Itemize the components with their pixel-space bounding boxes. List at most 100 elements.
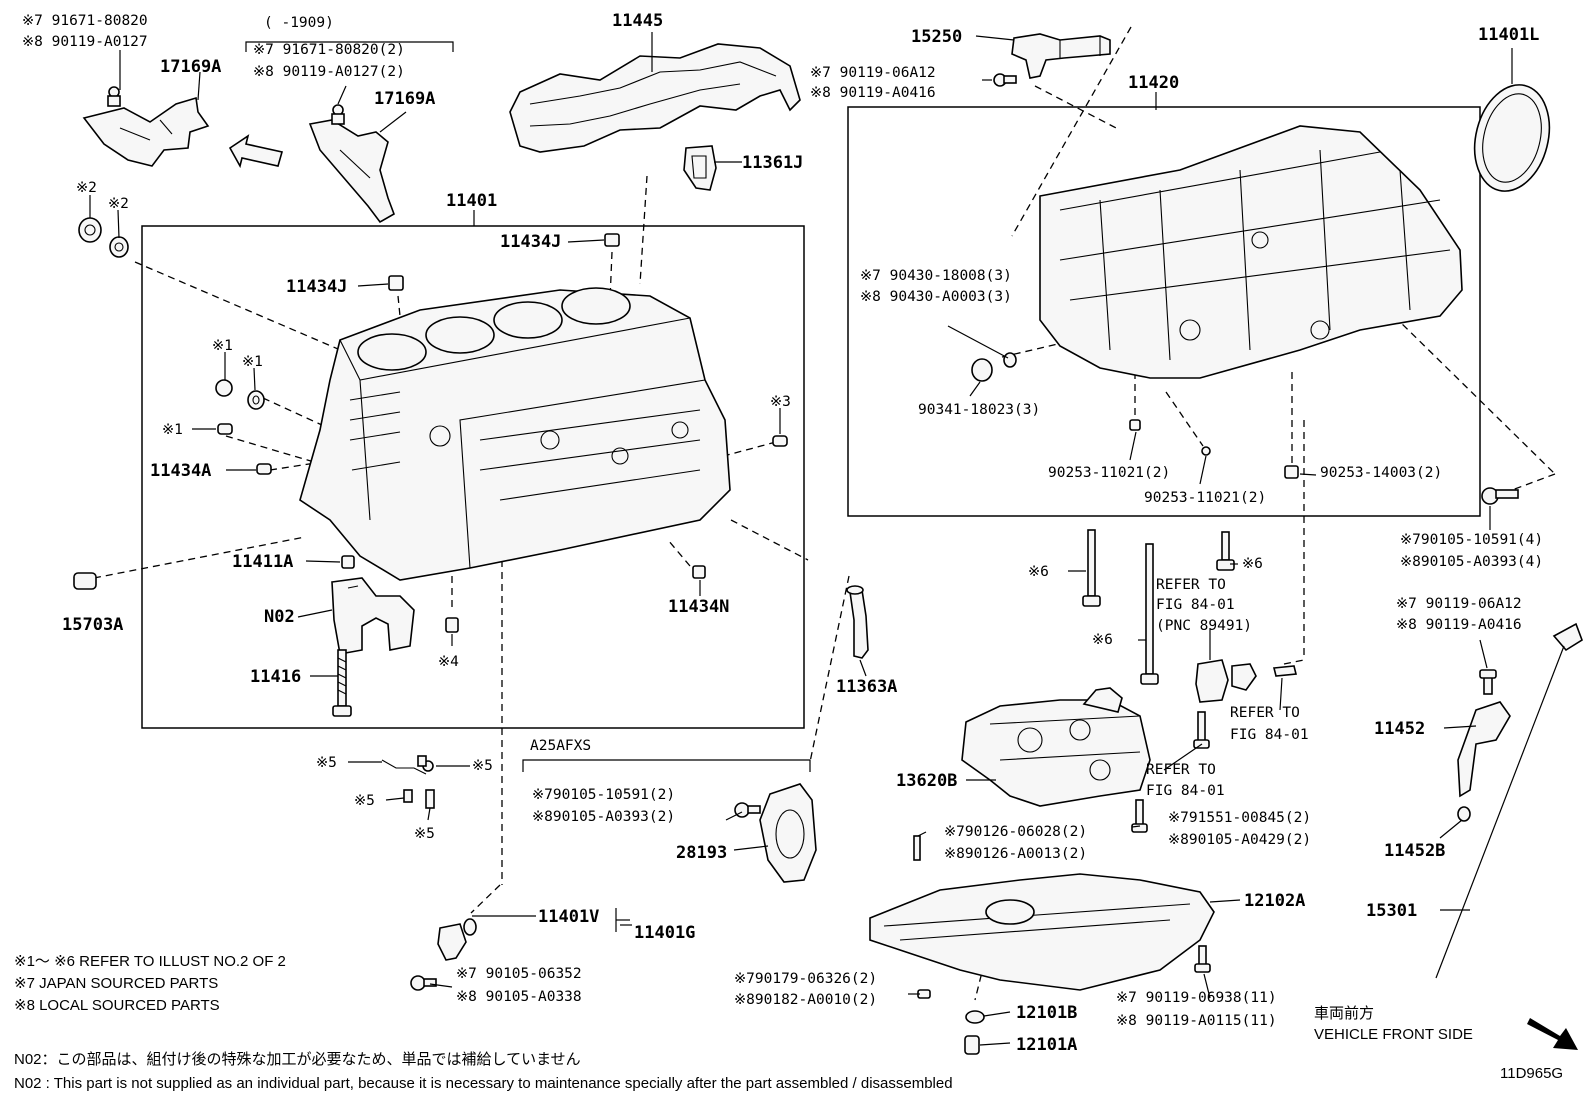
- label-x3: ※3: [770, 394, 791, 410]
- pin-11434A: [256, 463, 272, 475]
- label-11420: 11420: [1128, 73, 1179, 93]
- label-12101B: 12101B: [1016, 1003, 1077, 1023]
- label-06352-jp: ※7 90105-06352: [456, 966, 582, 982]
- label-11452: 11452: [1374, 719, 1425, 739]
- label-15703A: 15703A: [62, 615, 123, 635]
- oil-pan-12102A: [869, 873, 1215, 991]
- bolt-11416: [332, 649, 352, 717]
- label-18008-jp: ※7 90430-18008(3): [860, 268, 1012, 284]
- label-x1-b: ※1: [242, 354, 263, 370]
- washer-x2-right: [109, 236, 129, 258]
- label-refer2-a: REFER TO: [1230, 705, 1300, 721]
- legend-line-1: ※1～ ※6 REFER TO ILLUST NO.2 OF 2: [14, 953, 286, 970]
- drain-plug-12101A: [964, 1035, 980, 1055]
- bolt-x6-short: [1216, 531, 1235, 571]
- plug-90341: [971, 358, 993, 382]
- label-10591-mid-jp: ※790105-10591(2): [532, 787, 675, 803]
- bolt-refer3: [1193, 711, 1210, 749]
- label-90253-a: 90253-11021(2): [1048, 465, 1170, 481]
- bracket-17169A-right: [308, 104, 395, 224]
- oring-11401V: [463, 918, 477, 936]
- label-refer3-b: FIG 84-01: [1146, 783, 1225, 799]
- oil-pipe-11363A: [846, 585, 869, 659]
- plug-90253-a: [1129, 419, 1141, 431]
- cylinder-block-11401: [299, 287, 731, 581]
- label-x5-c: ※5: [354, 793, 375, 809]
- label-x4: ※4: [438, 654, 459, 670]
- label-x6-b: ※6: [1092, 632, 1113, 648]
- plug-15703A: [73, 572, 97, 590]
- label-11411A: 11411A: [232, 552, 293, 572]
- bracket-11401G: [437, 923, 467, 961]
- label-11434N: 11434N: [668, 597, 729, 617]
- plug-x1: [215, 379, 233, 397]
- bolt-x5-a: [403, 789, 413, 803]
- pin-x4: [445, 617, 459, 633]
- label-15301: 15301: [1366, 901, 1417, 921]
- stiffening-crankcase-group-box: [847, 106, 1481, 517]
- label-06938-local: ※8 90119-A0115(11): [1116, 1013, 1277, 1029]
- label-90341: 90341-18023(3): [918, 402, 1040, 418]
- label-refer2-b: FIG 84-01: [1230, 727, 1309, 743]
- bolt-x6-long: [1140, 543, 1159, 685]
- pin-11411A: [341, 555, 355, 569]
- label-range: ( -1909): [264, 15, 334, 31]
- leader-lines: [89, 32, 1513, 1046]
- dowel-11434J: [388, 275, 404, 291]
- illustration-id: 11D965G: [1500, 1065, 1563, 1082]
- label-x1-a: ※1: [212, 338, 233, 354]
- legend-line-3: ※8 LOCAL SOURCED PARTS: [14, 997, 220, 1014]
- label-12101A: 12101A: [1016, 1035, 1077, 1055]
- bracket-17169A-left: [82, 86, 210, 167]
- label-17169A-right-bolt-local: ※8 90119-A0127(2): [253, 64, 405, 80]
- dipstick-guide-11452: [1457, 701, 1511, 798]
- label-06A12-jp: ※7 90119-06A12: [810, 65, 936, 81]
- label-18008-local: ※8 90430-A0003(3): [860, 289, 1012, 305]
- label-12102A: 12102A: [1244, 891, 1305, 911]
- oring-90430: [1003, 352, 1017, 368]
- crankcase-11420: [1039, 125, 1463, 379]
- legend: ※1～ ※6 REFER TO ILLUST NO.2 OF 2 ※7 JAPA…: [14, 953, 286, 1014]
- front-side-label: 車両前方 VEHICLE FRONT SIDE: [1314, 1005, 1473, 1043]
- seal-11361J: [683, 145, 717, 191]
- label-11361J: 11361J: [742, 153, 803, 173]
- bearing-cap-N02: [331, 577, 415, 655]
- label-17169A-bolt-local: ※8 90119-A0127: [22, 34, 148, 50]
- cylinder-block-group-box: [141, 225, 805, 729]
- plug-90253-b: [1201, 446, 1211, 456]
- label-11416: 11416: [250, 667, 301, 687]
- pipe-x5: [381, 755, 434, 775]
- bolt-x5-b: [425, 789, 435, 809]
- label-11363A: 11363A: [836, 677, 897, 697]
- plug-90253-c: [1284, 465, 1299, 479]
- label-11452B: 11452B: [1384, 841, 1445, 861]
- label-17169A-right-bolt-jp: ※7 91671-80820(2): [253, 42, 405, 58]
- label-06326-jp: ※790179-06326(2): [734, 971, 877, 987]
- dipstick-15301: [1435, 622, 1583, 979]
- oil-pressure-valve: [1195, 659, 1257, 703]
- label-17169A-bolt-jp: ※7 91671-80820: [22, 13, 148, 29]
- label-refer1-a: REFER TO: [1156, 577, 1226, 593]
- label-x5-a: ※5: [316, 755, 337, 771]
- pin-x1: [217, 423, 233, 435]
- pin-11434N: [692, 565, 706, 579]
- label-06938-jp: ※7 90119-06938(11): [1116, 990, 1277, 1006]
- legend-line-2: ※7 JAPAN SOURCED PARTS: [14, 975, 218, 992]
- dowel-11434J-top: [604, 233, 620, 247]
- label-10591-mid-local: ※890105-A0393(2): [532, 809, 675, 825]
- label-11434J-top: 11434J: [500, 232, 561, 252]
- bolt-06352: [410, 975, 437, 991]
- note-n02-japanese: N02：この部品は、組付け後の特殊な加工が必要なため、単品では補給していません: [14, 1051, 581, 1068]
- label-06A12-right-local: ※8 90119-A0416: [1396, 617, 1522, 633]
- note-n02-english: N02 : This part is not supplied as an in…: [14, 1075, 953, 1092]
- label-15250: 15250: [911, 27, 962, 47]
- label-11445: 11445: [612, 11, 663, 31]
- label-11401: 11401: [446, 191, 497, 211]
- label-refer1-b: FIG 84-01: [1156, 597, 1235, 613]
- label-28193: 28193: [676, 843, 727, 863]
- label-90253-b: 90253-11021(2): [1144, 490, 1266, 506]
- plug-x2-left: [78, 217, 102, 243]
- label-06326-local: ※890182-A0010(2): [734, 992, 877, 1008]
- label-06A12-right-jp: ※7 90119-06A12: [1396, 596, 1522, 612]
